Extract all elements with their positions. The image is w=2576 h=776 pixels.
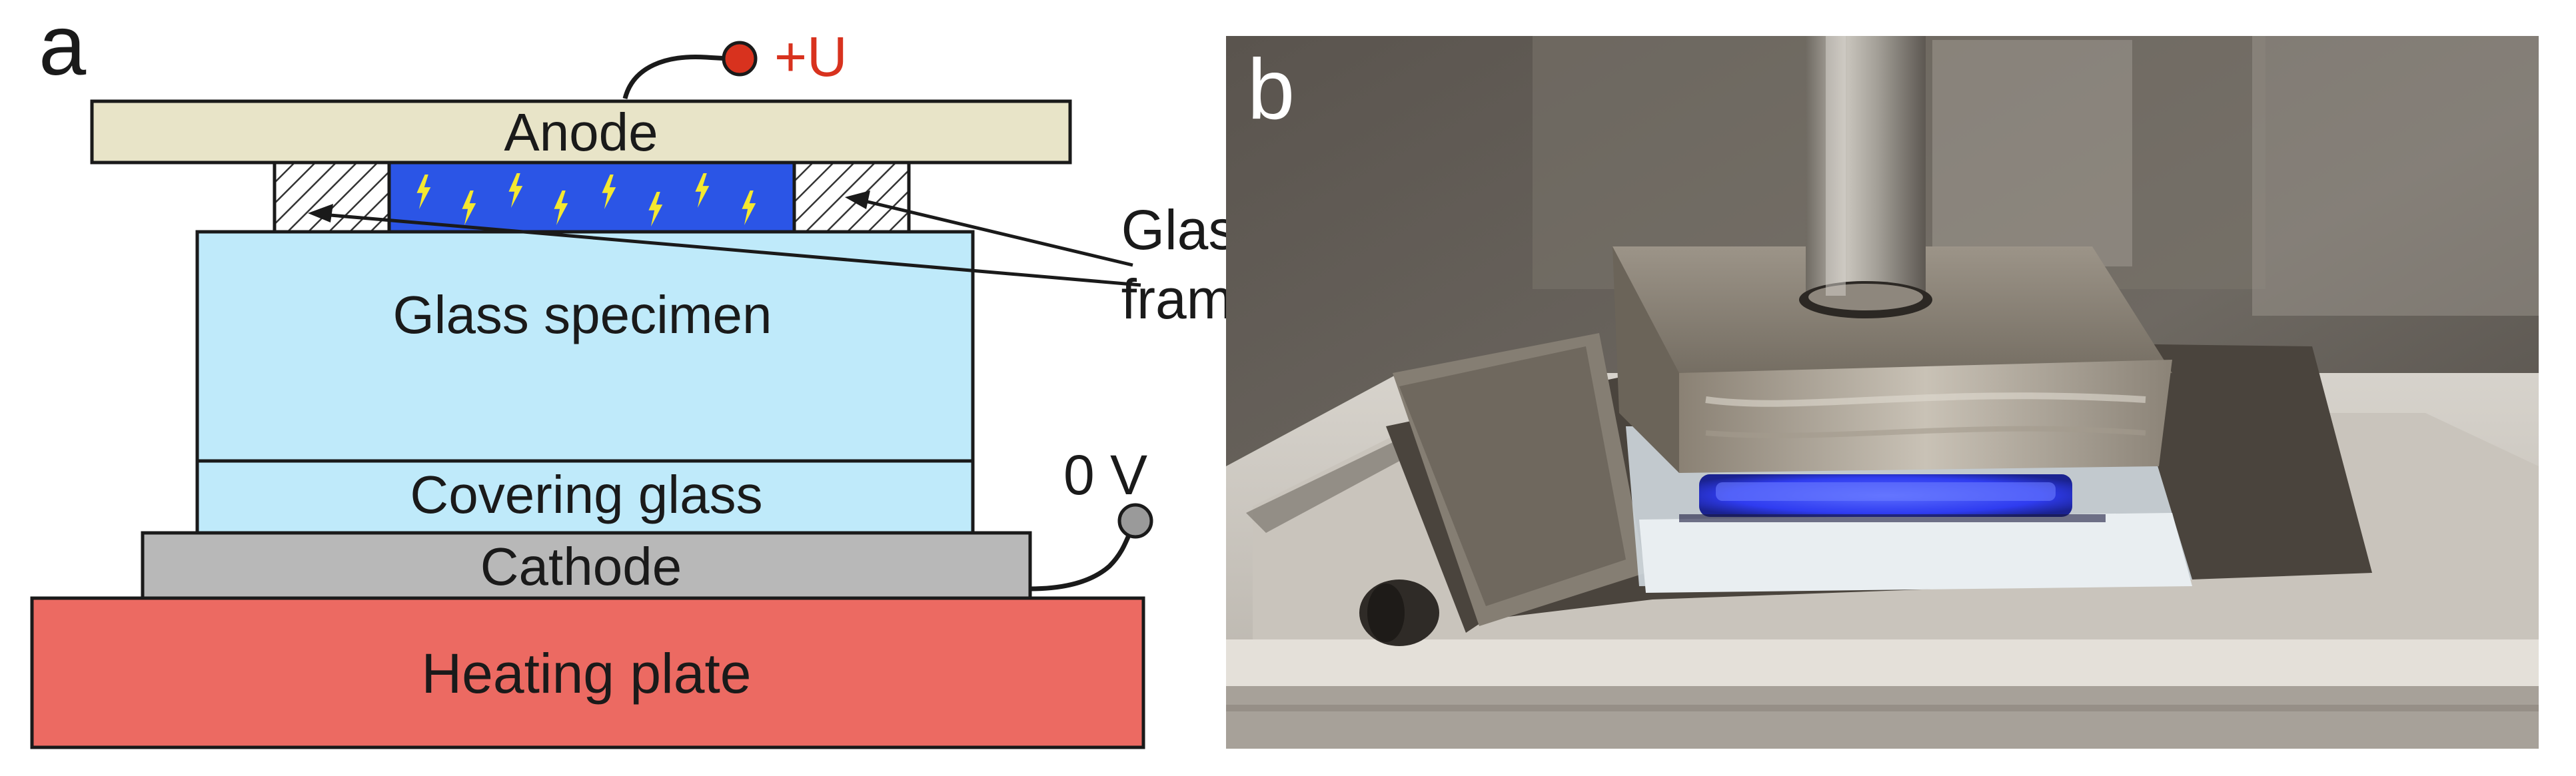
panel-b-letter: b — [1247, 42, 1295, 137]
frame-pointer-right-arrowhead — [845, 191, 870, 209]
frame-pointer-left — [322, 212, 1141, 287]
anode-block-top — [1612, 246, 2172, 393]
frame-pointer-left-arrowhead — [308, 204, 333, 222]
cathode-layer — [141, 531, 1032, 600]
anode-layer — [90, 99, 1072, 165]
heating-plate-layer — [30, 596, 1145, 749]
ground-wire — [1029, 525, 1135, 591]
panel-b-photo: b — [1226, 36, 2539, 749]
panel-a-letter: a — [39, 0, 87, 93]
glass-specimen-label: Glass specimen — [392, 285, 772, 344]
positive-wire — [622, 54, 739, 99]
heating-plate-label: Heating plate — [421, 642, 751, 705]
panel-a: a +U Anode Glass specimen Covering glass — [30, 0, 1264, 749]
glow-discharge — [387, 161, 796, 234]
glass-frame-left — [273, 161, 391, 234]
ground-terminal — [1117, 503, 1153, 539]
glass-specimen-layer — [195, 230, 975, 463]
voltage-positive-label: +U — [774, 25, 848, 88]
voltage-ground-label: 0 V — [1063, 444, 1147, 506]
covering-glass-label: Covering glass — [410, 465, 762, 524]
anode-block-front — [1679, 360, 2172, 473]
positive-terminal — [722, 41, 758, 77]
cathode-label: Cathode — [480, 537, 682, 596]
frame-pointer-right — [859, 198, 1133, 267]
anode-label: Anode — [504, 103, 658, 162]
anode-rod — [1806, 36, 1926, 302]
